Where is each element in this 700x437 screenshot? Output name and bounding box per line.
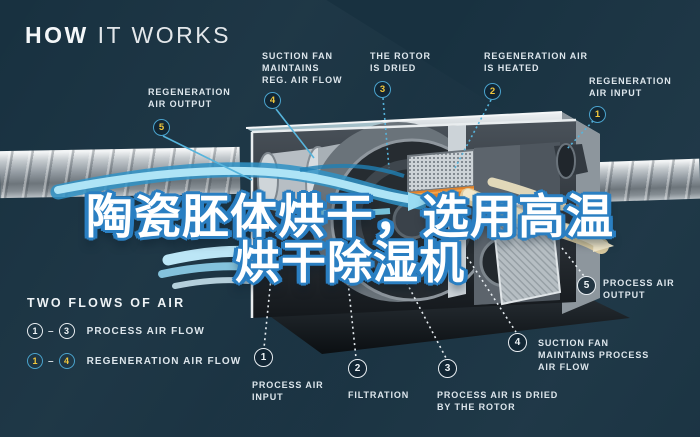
badge-process-2: 2 (348, 359, 367, 378)
badge-regen-2: 2 (484, 83, 501, 100)
legend-circle-from: 1 (27, 353, 43, 369)
legend-circle-to: 4 (58, 353, 75, 369)
blue-brush-2 (158, 262, 254, 278)
headline-line-1: 陶瓷胚体烘干，选用高温 (86, 190, 614, 245)
legend-heading: TWO FLOWS OF AIR (27, 296, 186, 310)
top-rim-highlight (245, 111, 563, 129)
label-process-air-input: PROCESS AIR INPUT (252, 380, 324, 403)
label-filtration: FILTRATION (348, 390, 410, 400)
heater-grille-mesh (408, 150, 474, 192)
badge-process-5: 5 (577, 276, 596, 295)
badge-process-1: 1 (254, 348, 273, 367)
blue-brush-1 (162, 245, 258, 266)
cream-airflow (463, 189, 605, 249)
title-light: IT WORKS (88, 22, 231, 48)
outlet-filter-frame (490, 196, 562, 306)
elbow-flange (556, 143, 576, 179)
label-process-air-dried: PROCESS AIR IS DRIED BY THE ROTOR (437, 390, 559, 413)
leader-regen-5 (162, 135, 253, 181)
legend-circle-to: 3 (58, 323, 75, 339)
badge-regen-3: 3 (374, 81, 391, 98)
leader-regen-1 (565, 120, 594, 151)
cream-airflow-tip (593, 236, 614, 252)
legend-label-regeneration: REGENERATION AIR FLOW (86, 355, 242, 367)
blue-airflow-swirl (234, 195, 391, 217)
legend-row-process: 1 – 3 PROCESS AIR FLOW (27, 321, 241, 341)
leader-regen-4 (275, 108, 315, 159)
cream-airflow-upper (487, 177, 567, 211)
legend-dash: – (48, 325, 54, 337)
leader-process-3 (398, 267, 447, 359)
label-suction-fan-process: SUCTION FAN MAINTAINS PROCESS AIR FLOW (538, 338, 650, 373)
badge-regen-1: 1 (589, 106, 606, 123)
legend-row-regeneration: 1 – 4 REGENERATION AIR FLOW (27, 351, 241, 371)
badge-process-3: 3 (438, 359, 457, 378)
title-bold: HOW (25, 22, 89, 48)
leader-process-2 (346, 271, 357, 359)
label-regeneration-air-input: REGENERATION AIR INPUT (589, 76, 672, 99)
blue-airflow (54, 166, 418, 204)
blue-brush-3 (172, 277, 251, 289)
legend-circle-from: 1 (27, 323, 43, 339)
headline-line-2: 烘干除湿机 (234, 236, 466, 289)
label-suction-fan-reg: SUCTION FAN MAINTAINS REG. AIR FLOW (262, 51, 343, 86)
badge-process-4: 4 (508, 333, 527, 352)
badge-regen-4: 4 (264, 92, 281, 109)
leader-process-1 (263, 277, 272, 349)
leader-process-4 (466, 256, 517, 333)
blue-airflow-tip (408, 192, 432, 211)
page-title: HOW IT WORKS (25, 22, 231, 49)
leader-regen-3 (382, 97, 390, 169)
label-rotor-is-dried: THE ROTOR IS DRIED (370, 51, 431, 74)
badge-regen-5: 5 (153, 119, 170, 136)
legend-dash: – (48, 355, 54, 367)
leader-process-5 (561, 247, 585, 277)
legend: TWO FLOWS OF AIR 1 – 3 PROCESS AIR FLOW … (27, 296, 241, 381)
legend-label-process: PROCESS AIR FLOW (86, 325, 205, 337)
blue-airflow-inner (299, 163, 405, 178)
label-regeneration-air-heated: REGENERATION AIR IS HEATED (484, 51, 588, 74)
label-regeneration-air-output: REGENERATION AIR OUTPUT (148, 87, 231, 110)
label-process-air-output: PROCESS AIR OUTPUT (603, 278, 675, 301)
